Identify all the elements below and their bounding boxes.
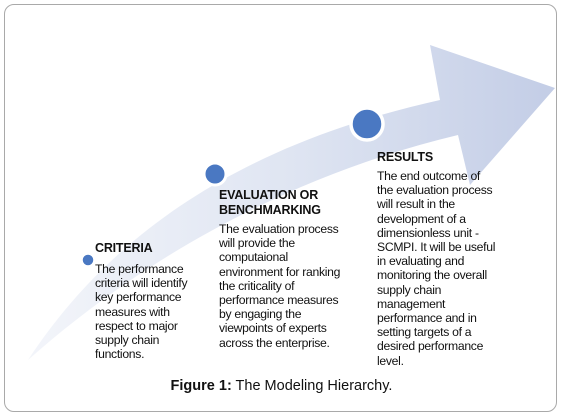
criteria-description: The performance criteria will identify k… (95, 262, 188, 362)
caption-text: The Modeling Hierarchy. (231, 378, 393, 394)
results-description: The end outcome of the evaluation proces… (377, 169, 496, 368)
criteria-title: CRITERIA (95, 241, 153, 255)
evaluation-title-line1: EVALUATION OR (219, 188, 319, 202)
caption-label: Figure 1: (170, 378, 232, 394)
results-title: RESULTS (377, 150, 434, 164)
arrow-shape (28, 45, 555, 360)
evaluation-description: The evaluation process will provide the … (219, 222, 341, 350)
figure-caption: Figure 1: The Modeling Hierarchy. (0, 378, 563, 394)
node-evaluation (202, 161, 228, 187)
evaluation-title-line2: BENCHMARKING (219, 203, 321, 217)
node-criteria (80, 252, 96, 268)
node-results (349, 106, 385, 142)
